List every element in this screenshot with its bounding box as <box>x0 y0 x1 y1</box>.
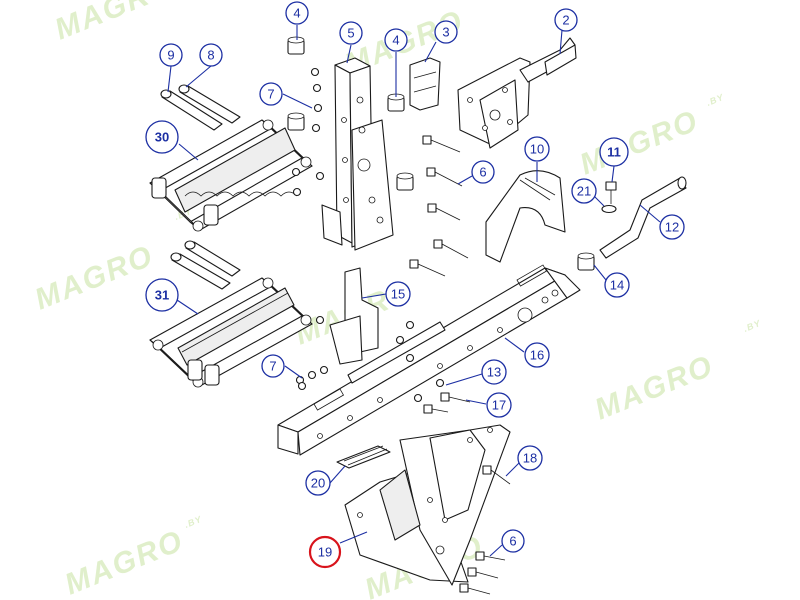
svg-text:11: 11 <box>607 145 621 160</box>
callout-17[interactable]: 17 <box>486 392 512 418</box>
callout-31[interactable]: 31 <box>145 278 179 312</box>
part-10-cover <box>485 170 566 263</box>
rod-lower-1 <box>170 252 231 290</box>
callout-21[interactable]: 21 <box>571 178 597 204</box>
svg-text:2: 2 <box>562 13 569 28</box>
callout-6[interactable]: 6 <box>471 160 495 184</box>
callout-4[interactable]: 4 <box>285 1 309 25</box>
bolt-set <box>409 135 511 595</box>
callout-20[interactable]: 20 <box>305 470 331 496</box>
part-14-bushing <box>577 252 595 271</box>
callout-10[interactable]: 10 <box>524 136 550 162</box>
svg-text:4: 4 <box>392 33 399 48</box>
callout-15[interactable]: 15 <box>385 281 411 307</box>
svg-text:7: 7 <box>269 359 276 374</box>
callout-7b[interactable]: 7 <box>261 354 285 378</box>
svg-text:21: 21 <box>577 184 591 199</box>
bolt <box>426 167 463 187</box>
rod-lower-2 <box>184 240 241 277</box>
part-30-roller-frame <box>149 119 313 232</box>
callout-4b[interactable]: 4 <box>384 28 408 52</box>
svg-text:20: 20 <box>311 476 325 491</box>
callout-30[interactable]: 30 <box>145 120 179 154</box>
svg-text:8: 8 <box>207 48 214 63</box>
callouts: 4 5 4 3 2 9 8 7 30 10 11 21 6 12 14 15 3… <box>145 1 685 569</box>
svg-text:30: 30 <box>155 130 169 145</box>
part-21-washer <box>601 204 617 214</box>
callout-9[interactable]: 9 <box>159 43 183 67</box>
part-2-drawbar <box>457 37 577 149</box>
svg-text:16: 16 <box>530 348 544 363</box>
callout-6b[interactable]: 6 <box>501 529 525 553</box>
bolt <box>440 392 471 403</box>
callout-3[interactable]: 3 <box>434 20 458 44</box>
svg-text:3: 3 <box>442 25 449 40</box>
nut-set <box>291 67 445 403</box>
svg-text:15: 15 <box>391 287 405 302</box>
bolt <box>423 404 449 414</box>
svg-text:13: 13 <box>487 365 501 380</box>
callout-14[interactable]: 14 <box>604 272 630 298</box>
bolt <box>422 135 461 153</box>
callout-19-highlighted[interactable]: 19 <box>308 535 342 569</box>
callout-11[interactable]: 11 <box>599 137 629 167</box>
part-8-rod <box>178 84 241 124</box>
part-19-coulter-bracket <box>344 424 511 586</box>
callout-13[interactable]: 13 <box>481 359 507 385</box>
part-11-bolt <box>605 181 617 204</box>
callout-2[interactable]: 2 <box>554 8 578 32</box>
leader-lines <box>167 25 661 557</box>
svg-text:4: 4 <box>293 6 300 21</box>
part-31-roller-frame <box>149 277 313 388</box>
svg-text:19: 19 <box>318 545 332 560</box>
bolt <box>475 551 506 561</box>
callout-7[interactable]: 7 <box>259 82 283 106</box>
part-4-bushing <box>287 36 305 55</box>
svg-text:9: 9 <box>167 48 174 63</box>
svg-text:12: 12 <box>665 220 679 235</box>
svg-text:5: 5 <box>347 26 354 41</box>
part-9-rod <box>160 89 223 131</box>
watermark-text: MAGRO <box>50 0 178 46</box>
watermark-text: MAGRO <box>30 239 158 316</box>
watermark-text: MAGRO <box>60 524 188 600</box>
svg-text:17: 17 <box>492 398 506 413</box>
part-16-main-beam <box>277 264 581 456</box>
callout-5[interactable]: 5 <box>339 21 363 45</box>
bolt <box>459 583 491 595</box>
svg-text:6: 6 <box>479 165 486 180</box>
part-3-bracket <box>409 57 441 111</box>
bolt <box>433 239 469 259</box>
part-5-vertical-post <box>321 57 394 251</box>
bolt <box>409 259 446 277</box>
callout-8[interactable]: 8 <box>199 43 223 67</box>
callout-18[interactable]: 18 <box>517 445 543 471</box>
svg-text:14: 14 <box>610 278 624 293</box>
bolt <box>427 203 461 221</box>
part-12-bent-arm <box>599 176 687 259</box>
watermark-suffix: .BY <box>742 318 762 334</box>
callout-16[interactable]: 16 <box>524 342 550 368</box>
watermark-text: MAGRO <box>590 349 718 426</box>
bolt <box>482 465 511 485</box>
svg-text:18: 18 <box>523 451 537 466</box>
svg-text:6: 6 <box>509 534 516 549</box>
svg-text:31: 31 <box>155 288 169 303</box>
bolt <box>467 567 499 579</box>
bushing-7 <box>287 112 305 131</box>
callout-12[interactable]: 12 <box>659 214 685 240</box>
part-15-clamp-plate <box>329 267 379 365</box>
watermark-text: MAGRO <box>575 104 703 181</box>
svg-text:10: 10 <box>530 142 544 157</box>
bushing-mid <box>396 172 414 191</box>
watermark-suffix: .BY <box>183 514 203 530</box>
svg-text:7: 7 <box>267 87 274 102</box>
part-20-plate <box>336 445 391 469</box>
watermark-suffix: .BY <box>705 92 725 108</box>
